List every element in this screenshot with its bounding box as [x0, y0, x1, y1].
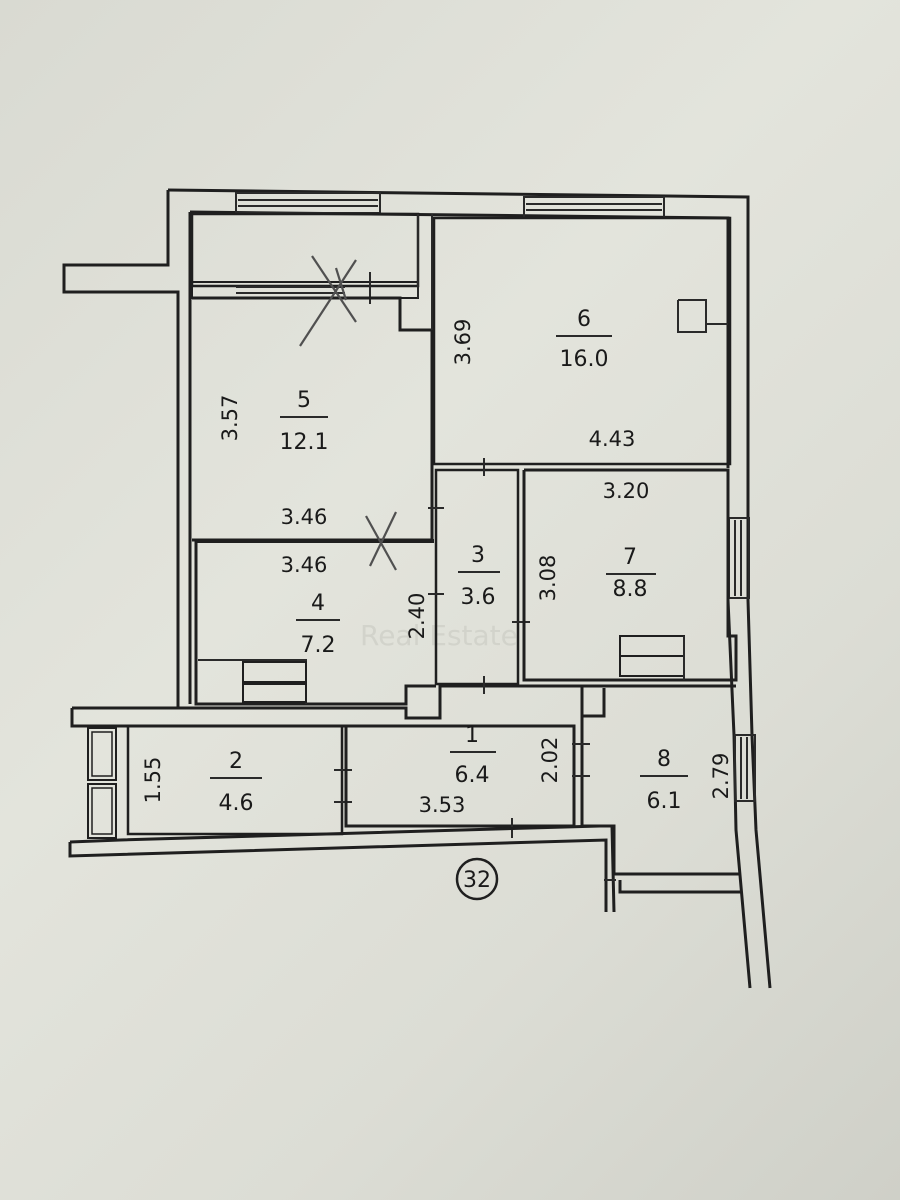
mid-wall: [70, 676, 736, 728]
room-5-area: 12.1: [280, 430, 329, 455]
dim-room6-width: 4.43: [589, 427, 636, 451]
loggia: [190, 212, 420, 304]
dim-room1-width: 3.53: [419, 793, 466, 817]
dim-room2-height: 1.55: [141, 757, 165, 804]
pencil-marks: [299, 255, 397, 571]
apartment-number: 32: [463, 868, 491, 893]
room-2: [87, 724, 352, 839]
room-7-number: 7: [623, 545, 637, 570]
room-4-number: 4: [311, 591, 325, 616]
room-2-area: 4.6: [219, 791, 254, 816]
room-2-number: 2: [229, 749, 243, 774]
room-6: [432, 216, 732, 466]
room-8: [572, 686, 742, 894]
room-4: [194, 541, 436, 706]
dim-room3-height: 3.08: [536, 555, 560, 602]
room-8-area: 6.1: [647, 789, 682, 814]
room-7: [522, 468, 738, 682]
room-6-number: 6: [577, 307, 591, 332]
room-6-area: 16.0: [560, 347, 609, 372]
room-5-number: 5: [297, 388, 311, 413]
room-labels: 5 12.1 6 16.0 4 7.2 3 3.6 7 8.8 1 6.4 2 …: [210, 307, 688, 816]
dim-room6-height: 3.69: [451, 319, 475, 366]
room-5: [192, 214, 434, 542]
outer-walls: [62, 188, 772, 989]
dim-room7-width: 3.20: [603, 479, 650, 503]
room-3: [428, 458, 530, 686]
room-1-number: 1: [465, 723, 479, 748]
room-3-number: 3: [471, 543, 485, 568]
room-3-area: 3.6: [461, 585, 496, 610]
dim-room5-height: 3.57: [218, 395, 242, 442]
dim-room4-height: 2.40: [405, 593, 429, 640]
dim-room5-width: 3.46: [281, 505, 328, 529]
room-8-number: 8: [657, 747, 671, 772]
dim-room4-width: 3.46: [281, 553, 328, 577]
room-4-area: 7.2: [301, 633, 336, 658]
apartment-number-badge: 32: [455, 857, 499, 901]
dimension-labels: 3.57 3.46 3.46 2.40 3.69 4.43 3.20 3.08 …: [141, 319, 733, 817]
room-7-area: 8.8: [613, 577, 648, 602]
dim-room1-height: 2.02: [538, 737, 562, 784]
room-1-area: 6.4: [455, 763, 490, 788]
dim-room8-height: 2.79: [709, 753, 733, 800]
watermark: Real Estate: [360, 619, 518, 652]
bottom-wall: [68, 824, 616, 913]
